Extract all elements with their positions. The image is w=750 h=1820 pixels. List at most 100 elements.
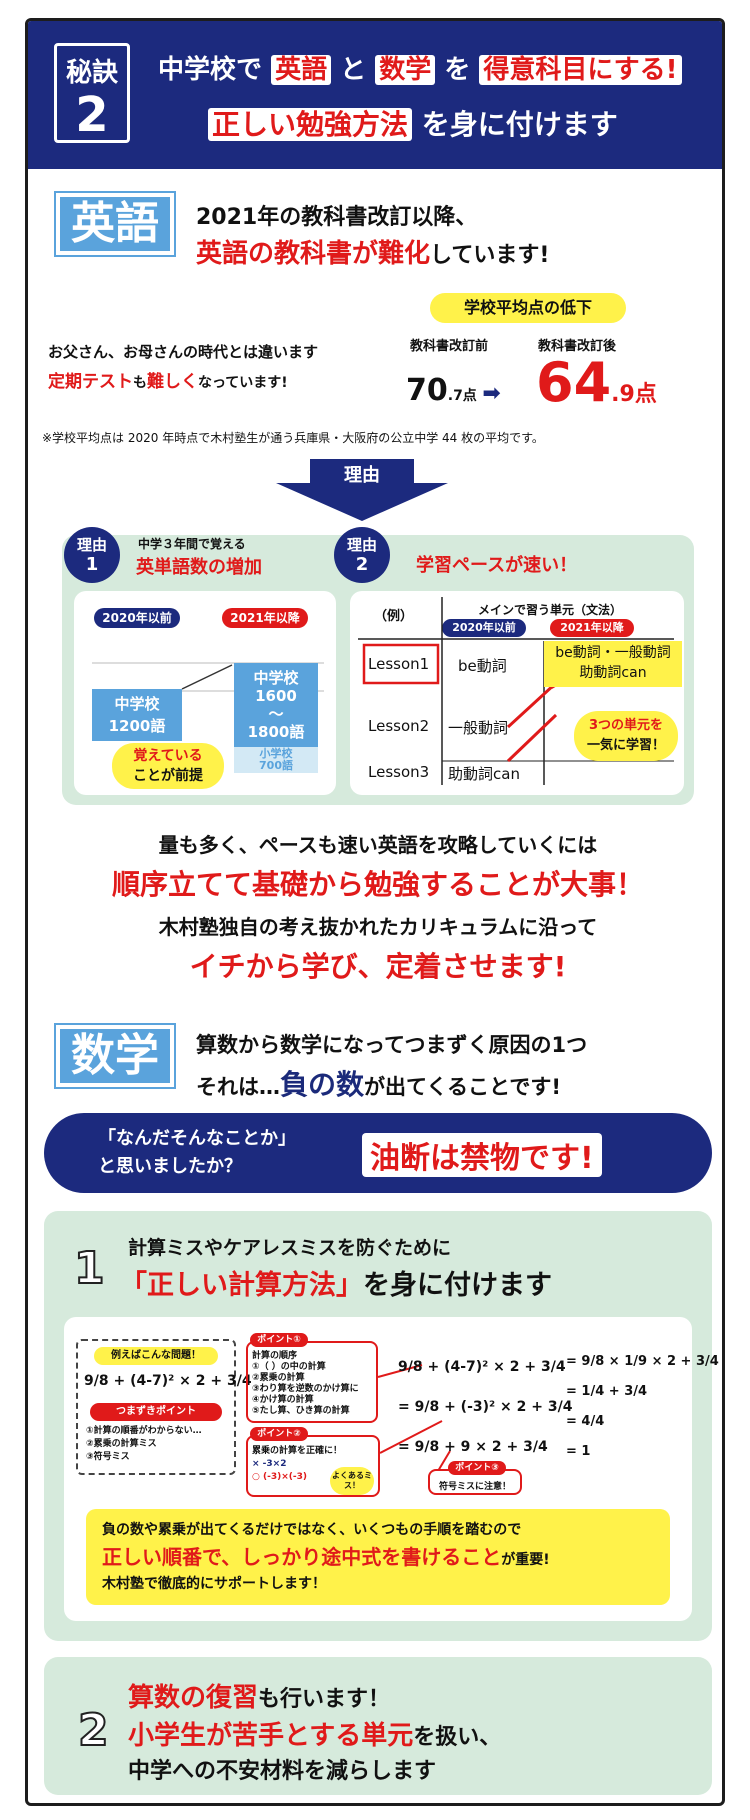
reason-2-before-pill: 2020年以前 [442,619,526,637]
lesson-2-label: Lesson2 [368,717,430,735]
warning-line-1: 「なんだそんなことか」 [98,1128,296,1149]
solution-step: = 4/4 [566,1414,605,1429]
header-text: を [444,55,471,85]
math-point-2-panel [44,1657,712,1795]
point-1-content: 計算の順序 ①（ ）の中の計算 ②累乗の計算 ③わり算を逆数のかけ算に ④かけ算… [252,1351,359,1417]
math-intro-negative: 負の数 [280,1068,365,1101]
reason-1-bubble: 覚えている ことが前提 [112,743,224,789]
point-2-bubble: よくあるミス！ [330,1467,374,1495]
solution-step: = 1 [566,1444,591,1459]
reason-1-badge-label: 理由 [76,536,107,554]
vocab-bar-2021-label: 中学校 [253,669,299,687]
point-2-number: 2 [77,1704,110,1757]
reason-label: 理由 [344,465,380,486]
parents-mid: も [133,375,147,391]
point-3-title: 符号ミスに注意！ [438,1482,511,1492]
reason-1-subtitle: 中学３年間で覚える [138,537,246,551]
point-2-right: ○ (-3)×(-3) [252,1472,307,1482]
yellow-line-2-red: 正しい順番で、しっかり途中式を書けること [102,1545,502,1569]
point-2-line-1-red: 算数の復習 [128,1683,259,1713]
english-tag: 英語 [54,191,176,257]
point-1-line-1: 計算ミスやケアレスミスを防ぐために [128,1237,452,1259]
english-intro-1: 2021年の教科書改訂以降、 [196,205,478,230]
solution-steps-right: = 9/8 × 1/9 × 2 + 3/4 = 1/4 + 3/4 = 4/4 … [566,1347,719,1467]
vocab-bar-2021-value-low: 1600 [255,687,297,705]
vocab-bar-2020-value: 1200語 [108,717,166,735]
vocab-bar-2020: 中学校 1200語 [92,689,182,741]
yellow-line-3: 木村塾で徹底的にサポートします！ [102,1576,326,1592]
point-2-wrong: × -3×2 [252,1459,287,1469]
summary-line-4: イチから学び、定着させます! [189,950,567,983]
lesson-1-old: be動詞 [458,657,507,675]
summary-line-3: 木村塾独自の考え抜かれたカリキュラムに沿って [158,915,598,939]
badge-number: 2 [75,87,109,143]
reason-1-before-pill: 2020年以前 [94,608,180,628]
trip-point-item: ③符号ミス [86,1452,130,1462]
math-intro-post: が出てくることです! [364,1075,561,1099]
arrow-right-icon: ➡ [482,381,501,406]
yellow-line-1: 負の数や累乗が出てくるだけではなく、いくつもの手順を踏むので [102,1522,522,1538]
point-1-number: 1 [73,1242,106,1295]
reason-2-after-pill: 2021年以降 [550,619,634,637]
point-1-line-2: 「正しい計算方法」を身に付けます [120,1263,552,1302]
vocab-bar-2021: 中学校 1600 〜 1800語 [234,663,318,747]
warning-red: 油断は禁物です! [362,1133,602,1177]
reason-2-badge-number: 2 [355,554,369,575]
solution-step: = 9/8 + (-3)² × 2 + 3/4 [398,1399,573,1415]
summary-line-1: 量も多く、ペースも速い英語を攻略していくには [158,833,598,857]
vocab-bar-elementary: 小学校 700語 [234,747,318,773]
lesson-table-grid [358,597,674,785]
new-unit-text: be動詞・一般動詞 助動詞can [544,643,682,683]
point-3-label: ポイント③ [448,1461,506,1475]
reason-2-bubble: 3つの単元を 一気に学習！ [574,711,678,761]
vocab-elementary-value: 700語 [259,759,293,772]
before-score-big: 70 [406,373,448,408]
lesson-2-old: 一般動詞 [448,719,509,737]
solution-step: = 1/4 + 3/4 [566,1384,648,1399]
trip-point-item: ②累乗の計算ミス [86,1439,157,1449]
solution-step: = 9/8 × 1/9 × 2 + 3/4 [566,1354,719,1369]
parents-red-2: 難しく [147,372,198,392]
reason-2-badge-label: 理由 [346,536,377,554]
point-arrows [377,1364,451,1471]
before-score: 70.7点 ➡ [406,373,501,408]
point-2-line-1: 算数の復習も行います！ [128,1677,390,1714]
before-score-small: .7点 [447,388,477,404]
math-yellow-note [86,1509,670,1605]
secret-badge: 秘訣 2 [54,43,130,143]
reason-arrow-icon [276,459,448,521]
english-intro-2: 英語の教科書が難化しています! [196,233,549,270]
math-tag: 数学 [54,1023,176,1089]
english-intro-post: しています! [430,243,550,268]
header-text: を身に付けます [421,108,618,141]
lesson-1-label: Lesson1 [368,655,430,673]
header-banner: 秘訣 2 中学校で 英語 と 数学 を 得意科目にする! 正しい勉強方法 を身に… [28,21,722,169]
example-problem-box [76,1339,236,1475]
header-highlight-method: 正しい勉強方法 [208,108,413,141]
parents-red-1: 定期テスト [48,372,133,392]
point-2-content: 累乗の計算を正確に！ × -3×2 ○ (-3)×(-3) [252,1445,342,1484]
math-intro-pre: それは… [196,1075,280,1099]
point-1-item: ②累乗の計算 [252,1373,305,1383]
point-2-line-2-red: 小学生が苦手とする単元 [128,1721,414,1751]
yellow-line-2-post: が重要! [501,1552,550,1568]
warning-line-2: と思いましたか？ [98,1156,242,1177]
english-intro-red: 英語の教科書が難化 [196,239,431,269]
parents-line-2: 定期テストも難しくなっています! [48,367,288,392]
lesson-3-label: Lesson3 [368,763,430,781]
point-1-item: ④かけ算の計算 [252,1395,314,1405]
header-highlight-goal: 得意科目にする! [479,55,682,85]
point-1-item: ③わり算を逆数のかけ算に [252,1384,359,1394]
point-1-post: を身に付けます [363,1270,552,1301]
header-line-1: 中学校で 英語 と 数学 を 得意科目にする! [158,49,682,86]
after-score: 64.9点 [536,351,657,414]
new-unit-line-2: 助動詞can [579,665,647,681]
point-2-line-1-post: も行います！ [258,1687,391,1712]
badge-label: 秘訣 [65,58,118,88]
footnote: ※学校平均点は 2020 年時点で木村塾生が通う兵庫県・大阪府の公立中学 44 … [42,431,544,445]
parents-line-1: お父さん、お母さんの時代とは違います [48,343,319,361]
before-label: 教科書改訂前 [410,339,489,354]
header-highlight-english: 英語 [271,55,332,85]
reason-1-title: 英単語数の増加 [136,557,262,578]
point-2-box [246,1435,380,1497]
